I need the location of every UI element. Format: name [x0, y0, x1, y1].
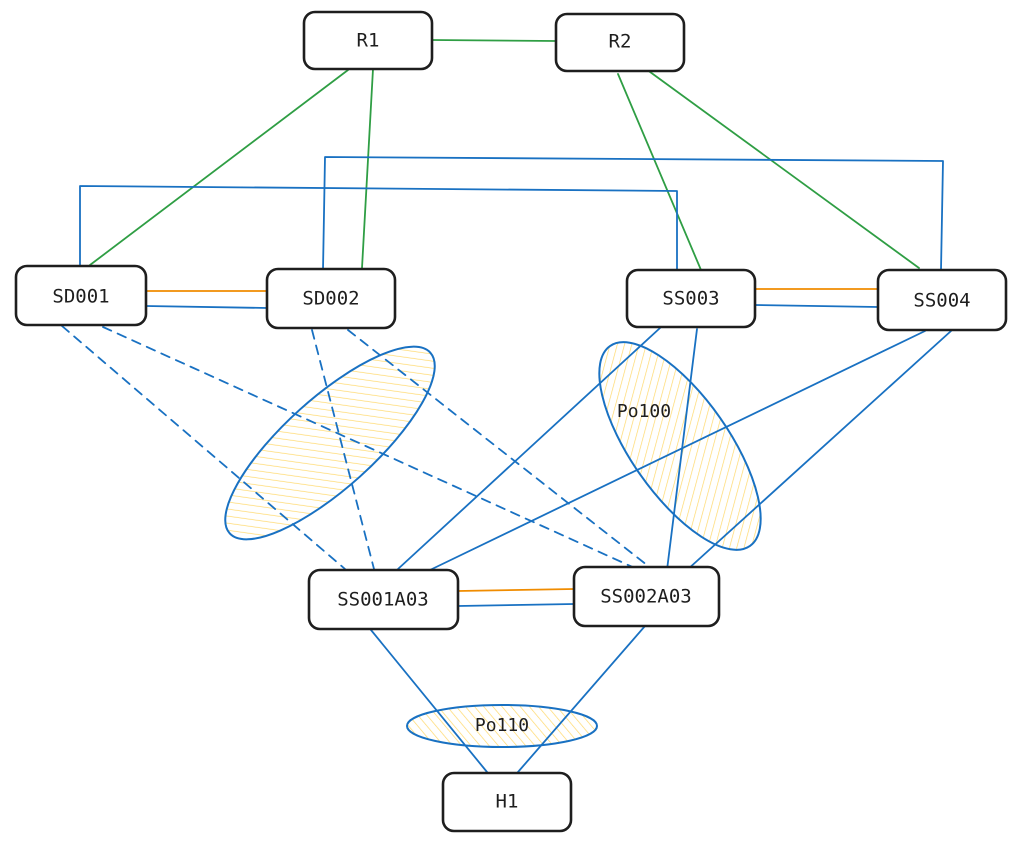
- link-sd002-ss001a03: [311, 329, 375, 570]
- node-ss003[interactable]: SS003: [625, 268, 757, 329]
- node-r1-box: [302, 10, 434, 71]
- node-r2-label: R2: [609, 31, 632, 53]
- link-r1-sd002: [361, 68, 374, 269]
- link-ss001a03-ss002a03-trunk: [457, 603, 575, 607]
- link-ss003-ss002a03: [666, 328, 698, 571]
- lag-po100-ellipse: [598, 341, 762, 551]
- link-ss002a03-h1: [517, 625, 646, 773]
- node-sd001[interactable]: SD001: [14, 264, 148, 327]
- link-r2-ss003: [617, 73, 702, 271]
- node-ss004-label: SS004: [913, 290, 970, 312]
- node-h1-box: [441, 771, 573, 833]
- lag-left-ellipse: [224, 345, 436, 541]
- node-ss004-box: [876, 268, 1008, 332]
- node-r2-box: [554, 12, 686, 73]
- link-sd001-ss002a03: [102, 326, 638, 570]
- link-r1-sd001: [89, 69, 349, 266]
- link-ss001a03-ss002a03-peer: [457, 588, 575, 592]
- node-sd001-box: [14, 264, 148, 327]
- node-ss001a03[interactable]: SS001A03: [307, 568, 460, 631]
- links: [61, 39, 952, 773]
- node-sd002-label: SD002: [302, 288, 359, 310]
- node-ss003-label: SS003: [662, 288, 719, 310]
- link-r2-ss004: [645, 68, 920, 269]
- link-sd001-sd002-trunk: [145, 305, 268, 309]
- node-h1-label: H1: [496, 791, 519, 813]
- link-sd002-ss004: [322, 156, 944, 271]
- node-ss001a03-box: [307, 568, 460, 631]
- lag-left-group: [224, 345, 436, 541]
- lag-po110-group: Po110: [406, 704, 598, 748]
- node-ss002a03-box: [572, 565, 721, 628]
- link-ss004-ss002a03: [686, 330, 952, 571]
- node-ss002a03[interactable]: SS002A03: [572, 565, 721, 628]
- node-ss004[interactable]: SS004: [876, 268, 1008, 332]
- node-h1[interactable]: H1: [441, 771, 573, 833]
- link-ss004-ss001a03: [429, 330, 926, 571]
- link-ss003-ss004-trunk: [754, 304, 879, 308]
- lag-po110-label: Po110: [475, 715, 529, 736]
- link-r1-r2: [431, 39, 557, 42]
- lag-po100-group: Po100: [598, 341, 762, 551]
- node-sd001-label: SD001: [52, 286, 109, 308]
- lag-po100-label: Po100: [617, 401, 671, 422]
- node-ss002a03-label: SS002A03: [600, 586, 692, 608]
- node-r1-label: R1: [357, 30, 380, 52]
- link-sd002-ss002a03: [347, 329, 653, 570]
- link-ss001a03-h1: [370, 629, 488, 773]
- link-sd001-ss001a03: [61, 325, 346, 570]
- node-sd002[interactable]: SD002: [265, 267, 397, 330]
- node-r2[interactable]: R2: [554, 12, 686, 73]
- node-sd002-box: [265, 267, 397, 330]
- link-sd001-ss003: [79, 185, 678, 271]
- node-ss001a03-label: SS001A03: [337, 589, 429, 611]
- node-r1[interactable]: R1: [302, 10, 434, 71]
- link-ss003-ss001a03: [397, 327, 661, 570]
- node-ss003-box: [625, 268, 757, 329]
